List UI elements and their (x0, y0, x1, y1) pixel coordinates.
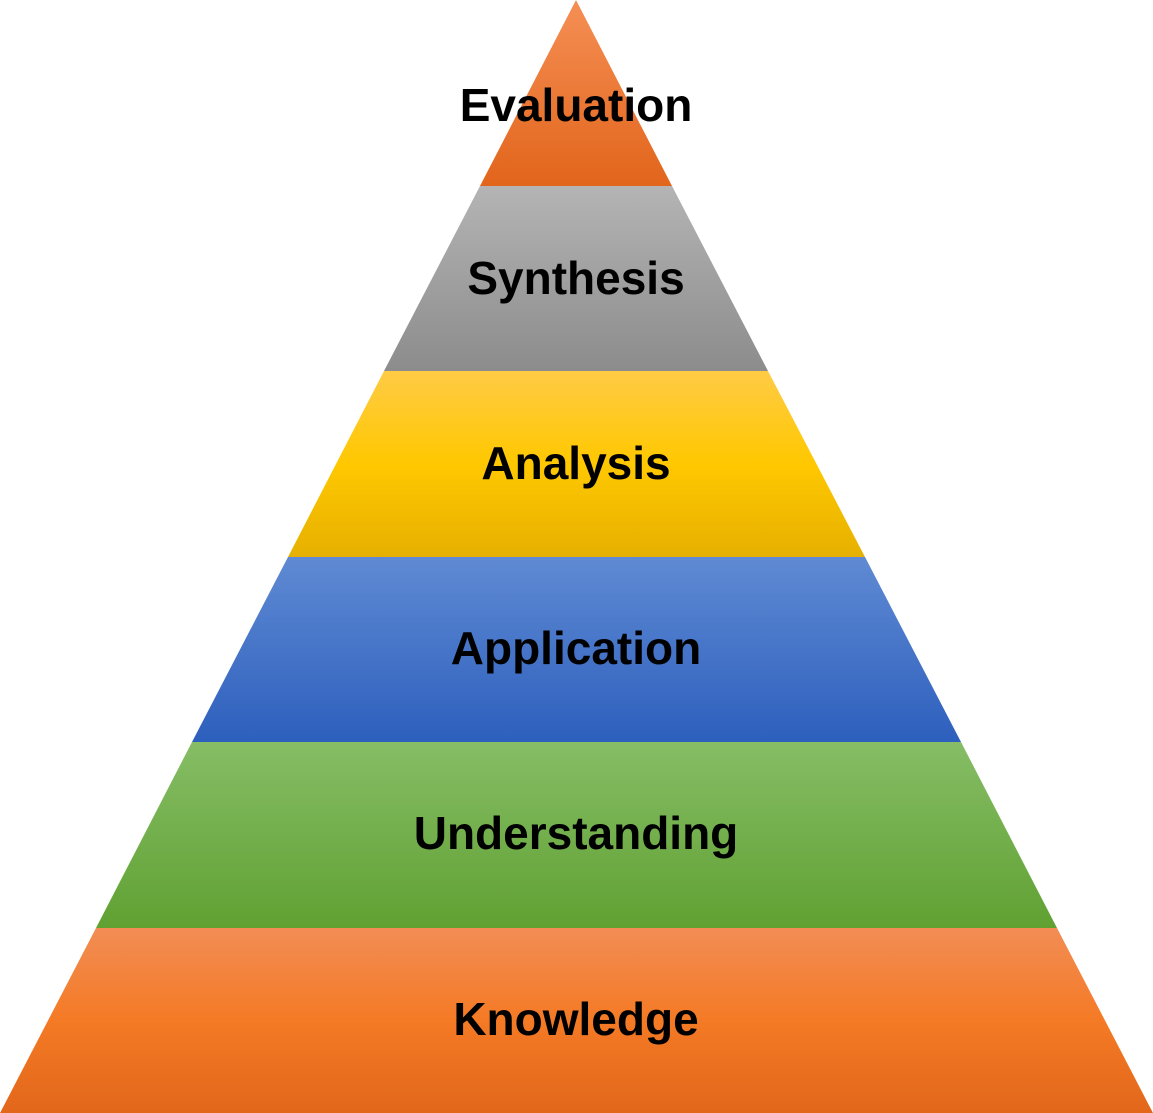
level-label: Understanding (414, 807, 739, 859)
level-shape (192, 557, 961, 742)
pyramid-level-synthesis: Synthesis (384, 186, 768, 371)
pyramid-level-knowledge: Knowledge (0, 928, 1153, 1113)
pyramid-level-analysis: Analysis (288, 371, 865, 557)
level-shape (480, 0, 672, 186)
level-shape (288, 371, 865, 557)
pyramid-level-understanding: Understanding (96, 742, 1057, 928)
pyramid-level-evaluation: Evaluation (460, 0, 693, 186)
level-label: Evaluation (460, 79, 693, 131)
level-label: Synthesis (467, 252, 684, 304)
level-label: Application (451, 622, 701, 674)
pyramid-level-application: Application (192, 557, 961, 742)
level-label: Analysis (481, 437, 670, 489)
level-shape (96, 742, 1057, 928)
level-label: Knowledge (453, 993, 698, 1045)
level-shape (384, 186, 768, 371)
level-shape (0, 928, 1153, 1113)
